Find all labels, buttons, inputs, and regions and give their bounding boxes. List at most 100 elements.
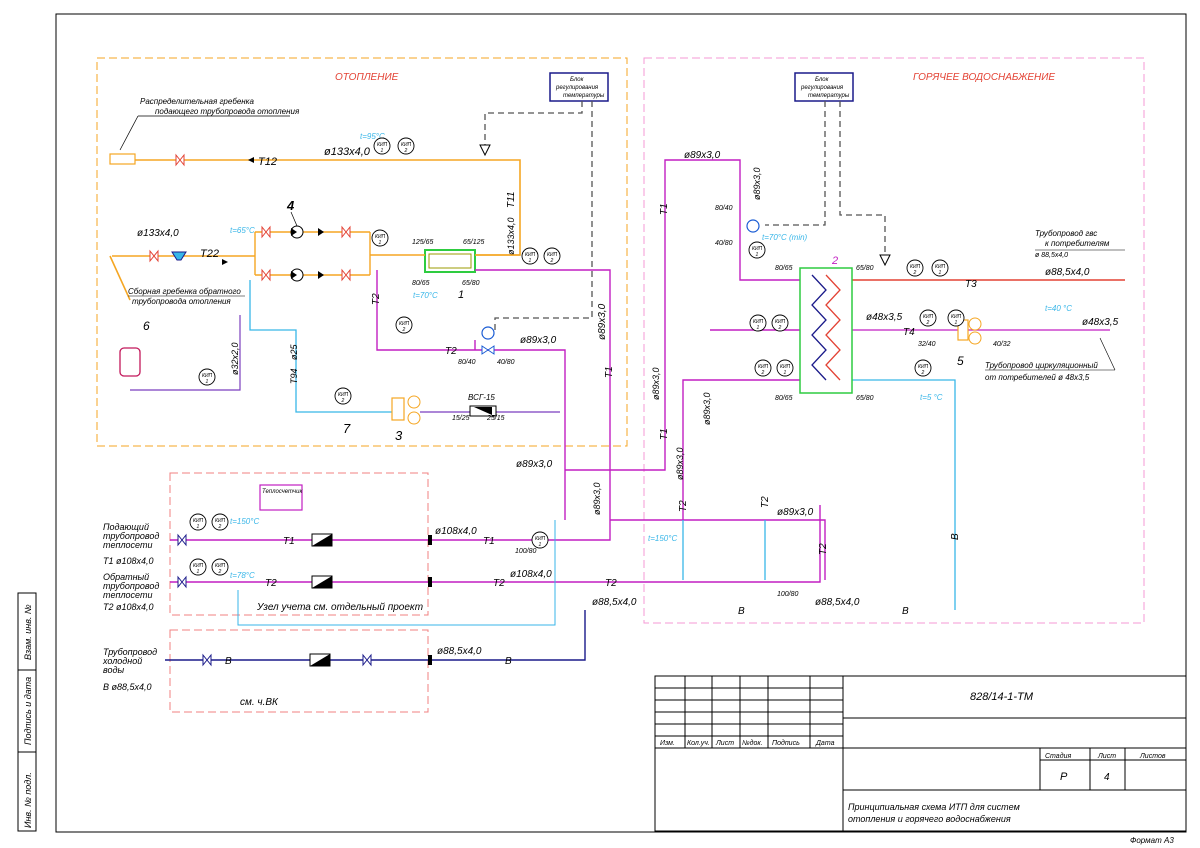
primary-loop [376,269,611,520]
vs-40-32: 40/32 [993,341,1011,348]
kip-number: 2 [926,320,930,326]
label-t1-dhw: Т1 [659,203,670,215]
control-valve-dhw [746,219,760,233]
kip-gauge-icon [914,359,932,377]
temp-150: t=150°C [230,517,259,526]
kip-number: 1 [539,542,542,548]
instrument-gauges: КИП1КИП2КИП1КИП2КИП1КИП2КИП1КИП2КИП1КИП2… [189,137,965,576]
drawing-frame [17,13,1187,833]
size-d89-a: ø89х3,0 [520,335,557,346]
label-t12: Т12 [258,156,277,168]
side-stamp: Взам. инв. № Подпись и дата Инв. № подл. [23,604,33,828]
kip-number: 1 [381,148,384,154]
dhw-pipe-l3: ø 88,5х4,0 [1035,252,1068,259]
kip-label: КИП [193,518,204,524]
label-t1-meter: Т1 [483,536,495,547]
vs-65-80: 65/80 [462,280,480,287]
cold-water-l3: воды [103,665,124,675]
stamp-replaced: Взам. инв. № [23,604,33,660]
vs-25-15: 25/15 [486,415,505,422]
cold-water-line [165,610,586,661]
heating-title: ОТОПЛЕНИЕ [335,72,399,83]
item-5: 5 [957,354,964,368]
kip-gauge-icon [371,229,389,247]
pump-valves [261,225,351,282]
kip-number: 1 [955,320,958,326]
kip-gauge-icon [397,137,415,155]
vs-80-65: 80/65 [412,280,430,287]
temp-5: t=5 °C [920,393,943,402]
size-d89-dhw-c: ø89х3,0 [702,392,712,425]
size-d89-dhw-a: ø89х3,0 [651,367,661,400]
control-dhw-l3: температуры [808,93,850,99]
size-d48-a: ø48х3,5 [866,312,903,323]
meter-note: Узел учета см. отдельный проект [256,602,423,613]
vs-80-40-dhw: 80/40 [715,205,733,212]
size-d108-t1: ø108х4,0 [435,526,477,537]
strainer-t22 [171,251,187,261]
return-comb-label-1: Сборная гребенка обратного [128,287,241,296]
heating-section-box [96,57,628,447]
dhw-primary [565,159,826,580]
label-v-a: В [738,606,745,617]
size-d88-dhw: ø88,5х4,0 [1045,267,1090,278]
heat-return-l2: трубопровод [103,581,159,591]
cold-water-size: В ø88,5х4,0 [103,682,152,692]
item-2: 2 [831,255,838,267]
kip-label: КИП [525,252,536,258]
vs-125-65: 125/65 [412,239,434,246]
kip-number: 2 [913,270,917,276]
vs-100-80-b: 100/80 [777,591,799,598]
size-d89-dhw-f: ø89х3,0 [777,507,814,518]
label-t2-dhw-b: Т2 [760,496,771,508]
control-heating-l3: температуры [563,93,605,99]
control-block-dhw [794,72,854,102]
label-t2-left: Т2 [371,293,382,305]
kip-label: КИП [910,264,921,270]
kip-label: КИП [202,373,213,379]
size-d89-dhw-d: ø89х3,0 [516,459,553,470]
kip-gauge-icon [771,314,789,332]
kip-gauge-icon [931,259,949,277]
pipe-t12 [110,159,521,256]
tb-sheet-h: Лист [1097,753,1116,760]
dhw-section-box [643,57,1145,624]
stamp-inventory: Инв. № подл. [23,772,33,828]
label-t2-dhw-a: Т2 [678,500,689,512]
vs-65-80b: 65/80 [856,395,874,402]
stamp-signature: Подпись и дата [23,677,33,745]
vs-65-125: 65/125 [463,239,485,246]
heat-return-size: Т2 ø108х4,0 [103,602,154,612]
control-dhw-l2: регулирования [800,85,844,91]
vs-32-40: 32/40 [918,341,936,348]
size-d133-vert: ø133х4,0 [506,217,516,255]
kip-number: 2 [550,258,554,264]
vs-80-40: 80/40 [458,359,476,366]
kip-label: КИП [535,536,546,542]
kip-number: 2 [404,148,408,154]
title-block [654,675,1187,832]
pump-icons [290,225,324,282]
control-valve-heating [481,326,495,340]
kip-number: 1 [757,325,760,331]
kip-gauge-icon [189,513,207,531]
supply-comb [109,153,136,165]
kip-gauge-icon [531,531,549,549]
kip-label: КИП [377,142,388,148]
kip-label: КИП [935,264,946,270]
heat-meter-label: Теплосчетчик [262,489,303,495]
size-d89-dhw-b: ø89х3,0 [675,447,685,480]
kip-number: 2 [218,569,222,575]
heat-supply-l3: теплосети [103,540,152,550]
control-signal-heating [484,101,583,145]
dhw-cold-line [850,379,956,610]
tb-sheet: 4 [1104,772,1110,783]
label-v-cold: В [505,656,512,667]
tb-h-kol: Кол.уч. [687,740,710,747]
tb-h-list: Лист [715,740,734,747]
kip-gauge-icon [211,558,229,576]
vs-40-80-dhw: 40/80 [715,240,733,247]
kip-label: КИП [215,563,226,569]
control-block-heating [549,72,609,102]
